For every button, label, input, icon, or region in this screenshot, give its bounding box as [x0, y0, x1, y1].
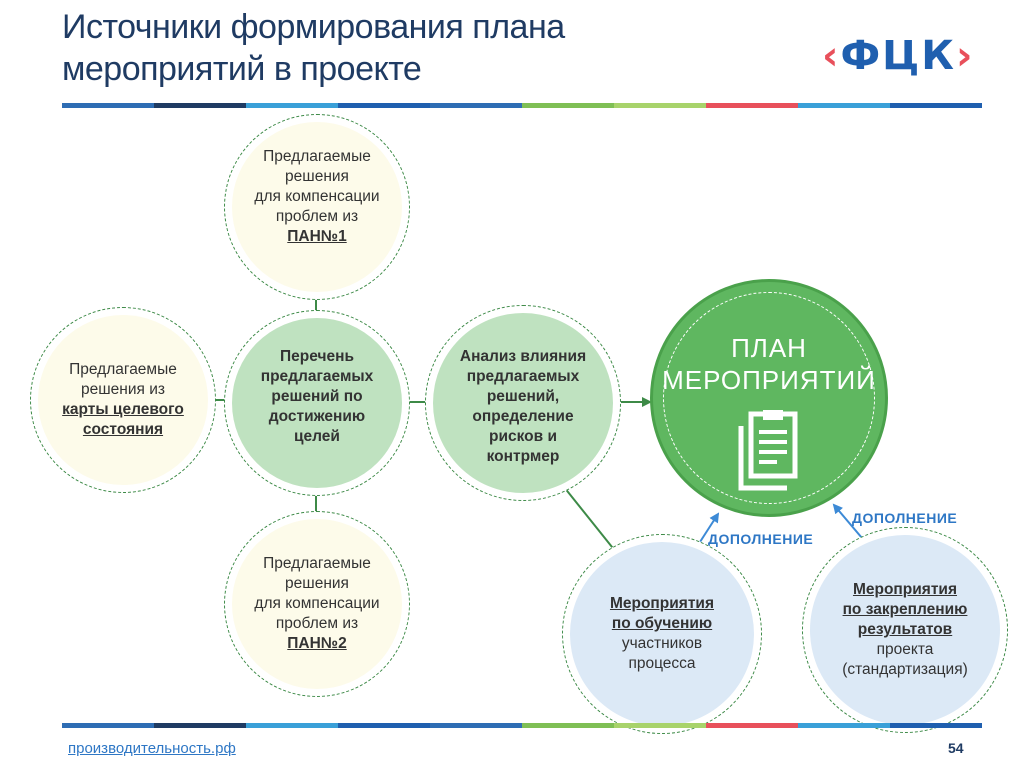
node-training-measures: Мероприятия по обучению участников проце… [562, 534, 762, 734]
slide-title-line-2: мероприятий в проекте [62, 50, 422, 88]
node-pan1-line-1: Предлагаемые [263, 148, 371, 165]
fck-logo: ‹ФЦК› [822, 34, 982, 78]
node-target-map-solutions: Предлагаемые решения из карты целевого с… [30, 307, 216, 493]
node-target-map-highlight-2: состояния [82, 421, 164, 438]
top-divider-stripe [62, 103, 982, 108]
plan-title-line-1: ПЛАН [731, 333, 807, 363]
addon-label-right: ДОПОЛНЕНИЕ [852, 510, 958, 526]
addon-label-left: ДОПОЛНЕНИЕ [708, 531, 814, 547]
node-consolidation-highlight-2: по закреплению [842, 601, 968, 618]
node-consolidation-line-1: проекта [876, 641, 934, 658]
node-pan2-line-1: Предлагаемые [263, 555, 371, 572]
bottom-divider-stripe [62, 723, 982, 728]
node-center-line-5: целей [294, 428, 340, 445]
node-consolidation-line-2: (стандартизация) [842, 661, 968, 678]
node-center-line-2: предлагаемых [260, 368, 374, 385]
slide-title-line-1: Источники формирования плана [62, 8, 565, 46]
node-center-line-4: достижению [268, 408, 366, 425]
logo-text: ФЦК [840, 33, 956, 79]
node-training-line-1: участников [621, 635, 703, 652]
node-target-map-line-1: Предлагаемые [69, 361, 177, 378]
node-analysis-line-5: рисков и [488, 428, 557, 445]
node-target-map-line-2: решения из [81, 381, 165, 398]
node-action-plan: ПЛАН МЕРОПРИЯТИЙ [650, 279, 888, 517]
node-training-line-2: процесса [628, 655, 696, 672]
node-analysis-line-6: контрмер [486, 448, 560, 465]
node-center-line-3: решений по [271, 388, 363, 405]
node-consolidation-highlight-3: результатов [857, 621, 953, 638]
node-pan2-line-2: решения [285, 575, 349, 592]
node-pan2-line-4: проблем из [275, 615, 359, 632]
page-number: 54 [948, 740, 964, 756]
node-pan1-line-3: для компенсации [254, 188, 380, 205]
node-pan1-line-2: решения [285, 168, 349, 185]
node-analysis-line-4: определение [472, 408, 574, 425]
logo-right-bracket: › [955, 33, 975, 79]
plan-title: ПЛАН МЕРОПРИЯТИЙ [653, 332, 885, 396]
node-training-highlight-2: по обучению [611, 615, 713, 632]
node-training-highlight-1: Мероприятия [609, 595, 715, 612]
node-analysis-line-1: Анализ влияния [459, 348, 587, 365]
node-pan1-highlight: ПАН№1 [287, 228, 347, 245]
node-proposed-solutions-list: Перечень предлагаемых решений по достиже… [224, 310, 410, 496]
node-pan1-solutions: Предлагаемые решения для компенсации про… [224, 114, 410, 300]
logo-left-bracket: ‹ [822, 33, 841, 79]
clipboard-document-icon [738, 410, 798, 491]
node-analysis-line-2: предлагаемых [466, 368, 580, 385]
slide-title: Источники формирования плана мероприятий… [62, 6, 782, 90]
plan-title-line-2: МЕРОПРИЯТИЙ [662, 365, 876, 395]
footer-website-link[interactable]: производительность.рф [68, 740, 236, 757]
node-target-map-highlight-1: карты целевого [62, 401, 184, 418]
node-center-line-1: Перечень [280, 348, 354, 365]
node-consolidation-highlight-1: Мероприятия [852, 581, 958, 598]
node-pan2-highlight: ПАН№2 [287, 635, 347, 652]
node-pan1-line-4: проблем из [275, 208, 359, 225]
node-impact-analysis: Анализ влияния предлагаемых решений, опр… [425, 305, 621, 501]
node-analysis-line-3: решений, [486, 388, 560, 405]
node-pan2-line-3: для компенсации [254, 595, 380, 612]
node-consolidation-measures: Мероприятия по закреплению результатов п… [802, 527, 1008, 733]
node-pan2-solutions: Предлагаемые решения для компенсации про… [224, 511, 410, 697]
